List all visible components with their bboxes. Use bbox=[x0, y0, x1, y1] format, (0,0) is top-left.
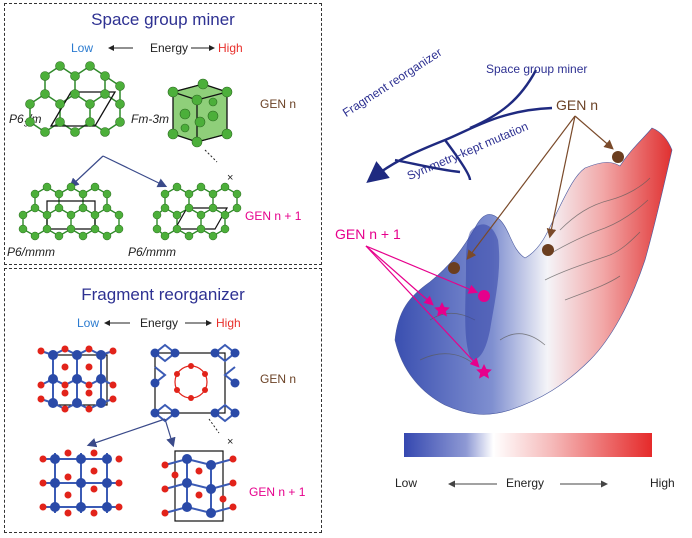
space-group-miner-drawing: × bbox=[18, 45, 242, 241]
landscape-symmetry-kept-mutation-label: Symmetry-kept mutation bbox=[405, 119, 531, 183]
group-p6mmm-b-label: P6/mmm bbox=[128, 245, 176, 259]
gen-n1-label-2: GEN n + 1 bbox=[249, 485, 306, 499]
energy-high-label-2: High bbox=[216, 316, 241, 330]
group-p6mmm-a-label: P6/mmm bbox=[7, 245, 55, 259]
colorbar-low-label: Low bbox=[395, 476, 418, 490]
structure-fragment-a bbox=[37, 345, 117, 413]
landscape-gen-n-label: GEN n bbox=[556, 97, 599, 113]
energy-label-2: Energy bbox=[140, 316, 179, 330]
gen-n1-points bbox=[365, 245, 492, 379]
space-group-miner-title: Space group miner bbox=[91, 10, 235, 29]
arrow-to-fragment-c bbox=[86, 418, 166, 448]
fragment-reorganizer-panel: Fragment reorganizer Low Energy High GEN… bbox=[4, 268, 322, 533]
valley-shade bbox=[465, 224, 500, 360]
colorbar-high-label: High bbox=[650, 476, 675, 490]
rejected-mark: × bbox=[227, 172, 233, 184]
fragment-reorganizer-title: Fragment reorganizer bbox=[81, 285, 245, 304]
structure-fragment-d bbox=[161, 450, 237, 522]
gen-n1-label: GEN n + 1 bbox=[245, 209, 302, 223]
landscape-fragment-reorganizer-label: Fragment reorganizer bbox=[340, 45, 445, 120]
colorbar-energy-label: Energy bbox=[506, 476, 545, 490]
dotted-connector-2 bbox=[208, 418, 220, 434]
arrow-to-fragment-d bbox=[164, 418, 176, 448]
group-fm3m-label: Fm-3m bbox=[131, 112, 169, 126]
dotted-connector bbox=[204, 149, 218, 163]
structure-p63m-atoms bbox=[25, 61, 125, 137]
landscape-gen-n1-label: GEN n + 1 bbox=[335, 226, 401, 242]
energy-high-label: High bbox=[218, 41, 243, 55]
energy-low-label-2: Low bbox=[77, 316, 100, 330]
landscape-space-group-miner-label: Space group miner bbox=[486, 62, 588, 76]
gen-n-label: GEN n bbox=[260, 97, 297, 111]
space-group-miner-panel: Space group miner Low Energy High P63/m … bbox=[4, 3, 322, 265]
structure-fragment-c bbox=[39, 449, 123, 517]
arrow-to-p6mmm-b bbox=[102, 155, 168, 188]
fragment-reorganizer-drawing: × bbox=[37, 320, 240, 522]
energy-low-label: Low bbox=[71, 41, 94, 55]
arrow-to-p6mmm-a bbox=[69, 155, 104, 188]
energy-colorbar bbox=[404, 433, 652, 457]
landscape-contours bbox=[419, 177, 651, 366]
rejected-mark-2: × bbox=[227, 436, 233, 448]
energy-label: Energy bbox=[150, 41, 189, 55]
gen-n-label-2: GEN n bbox=[260, 372, 297, 386]
structure-fm3m bbox=[167, 78, 233, 148]
structure-fragment-b bbox=[150, 343, 240, 423]
